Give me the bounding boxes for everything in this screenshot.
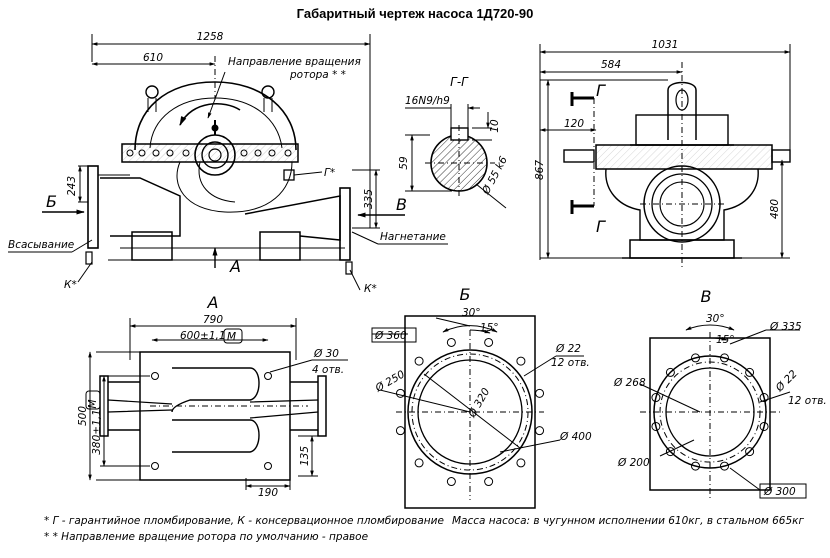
view-v-title: В: [701, 287, 712, 306]
bolt-hole: [446, 477, 456, 487]
dim-600-m: M: [227, 331, 236, 343]
section-gg: [405, 104, 507, 209]
dim-1031: 1031: [652, 39, 679, 51]
note-line-1: * Г - гарантийное пломбирование, К - кон…: [44, 515, 444, 527]
dim-790: 790: [203, 314, 223, 326]
bolt-hole: [535, 426, 545, 436]
bolt-hole: [759, 421, 769, 431]
dim-v-200: Ø 200: [617, 457, 650, 469]
bolt-hole: [651, 393, 661, 403]
dim-v-12otv: 12 отв.: [788, 395, 827, 407]
view-a-title: А: [207, 293, 219, 312]
dim-b-22: Ø 22: [555, 343, 581, 355]
bolt-hole: [691, 353, 701, 363]
note-mass: Масса насоса: в чугунном исполнении 610к…: [452, 515, 805, 527]
dim-610: 610: [143, 52, 163, 64]
dim-b-15deg: 15°: [480, 322, 499, 334]
bolt-hole: [414, 356, 424, 366]
dim-v-300: Ø 300: [763, 486, 796, 498]
bolt-hole: [719, 461, 729, 471]
side-label-g-top: Г: [596, 81, 606, 100]
dim-v-335: Ø 335: [769, 321, 802, 333]
rotation-label-1: Направление вращения: [228, 56, 361, 68]
label-a-main: А: [229, 257, 241, 276]
dim-b-12otv: 12 отв.: [551, 357, 590, 369]
side-view: [539, 44, 791, 270]
bolt-hole: [691, 461, 701, 471]
dim-135: 135: [299, 446, 311, 466]
bolt-hole: [745, 367, 755, 377]
bolt-hole: [719, 353, 729, 363]
bolt-hole: [446, 337, 456, 347]
discharge-label: Нагнетание: [380, 231, 446, 243]
view-v-bolts: [651, 353, 769, 471]
bolt-hole: [414, 458, 424, 468]
label-v-main: В: [396, 195, 407, 214]
label-b-main: Б: [46, 192, 57, 211]
main-view-labels: 1258 610 Направление вращения ротора * *…: [8, 31, 446, 295]
dim-1258: 1258: [197, 31, 224, 43]
section-gg-title: Г-Г: [450, 75, 469, 89]
bolt-hole: [516, 458, 526, 468]
view-b-bolts: [395, 337, 545, 487]
dim-v-15deg: 15°: [716, 334, 735, 346]
dim-v-30deg: 30°: [706, 313, 725, 325]
dim-600: 600±1,1: [180, 330, 226, 342]
view-a-labels: А 790 600±1,1 M Ø 30 4 отв. 500 380±1,1 …: [77, 293, 344, 499]
suction-label: Всасывание: [8, 239, 74, 251]
dim-480: 480: [769, 199, 781, 219]
dim-v-22: Ø 22: [773, 368, 800, 395]
dim-380-m: M: [87, 399, 99, 408]
view-v: [639, 324, 807, 500]
view-a: [85, 318, 348, 490]
bolt-hole: [759, 393, 769, 403]
bolt-hole: [665, 367, 675, 377]
bolt-hole: [395, 426, 405, 436]
view-b: [371, 315, 584, 509]
dim-b-30deg: 30°: [462, 307, 481, 319]
dim-v-268: Ø 268: [613, 377, 646, 389]
dim-b-250: Ø 250: [373, 368, 408, 395]
rotation-label-2: ротора * *: [289, 69, 346, 81]
dim-584: 584: [601, 59, 621, 71]
dim-b-400: Ø 400: [559, 431, 592, 443]
bolt-hole: [516, 356, 526, 366]
dim-a-4otv: 4 отв.: [312, 364, 344, 376]
main-view: [8, 34, 448, 291]
drawing-title: Габаритный чертеж насоса 1Д720-90: [296, 6, 534, 21]
k-label-right: К*: [364, 283, 377, 295]
bolt-hole: [745, 447, 755, 457]
dim-10: 10: [489, 119, 501, 133]
view-v-labels: В 30° Ø 335 15° Ø 268 Ø 22 12 отв. Ø 200…: [613, 287, 827, 498]
dim-867: 867: [534, 160, 546, 180]
dim-380: 380±1,1: [91, 409, 103, 455]
dim-59: 59: [398, 156, 410, 170]
note-line-2: * * Направление вращение ротора по умолч…: [44, 531, 369, 543]
dim-190: 190: [258, 487, 278, 499]
bolt-hole: [484, 337, 494, 347]
label-g-main: Г*: [324, 167, 335, 179]
dim-120: 120: [564, 118, 584, 130]
dim-a-30: Ø 30: [313, 348, 339, 360]
dim-key: 16N9/h9: [405, 95, 450, 107]
dim-500: 500: [77, 406, 89, 426]
bolt-hole: [484, 477, 494, 487]
bolt-hole: [651, 421, 661, 431]
side-view-labels: 1031 584 120 867 480 Г Г: [534, 39, 781, 236]
bolt-hole: [395, 388, 405, 398]
view-b-title: Б: [460, 285, 471, 304]
k-label-left: К*: [64, 279, 77, 291]
side-label-g-bottom: Г: [596, 217, 606, 236]
dim-b-360: Ø 360: [374, 330, 407, 342]
dim-243: 243: [66, 176, 78, 196]
bolt-hole: [665, 447, 675, 457]
dim-335: 335: [363, 189, 375, 209]
bolt-hole: [535, 388, 545, 398]
